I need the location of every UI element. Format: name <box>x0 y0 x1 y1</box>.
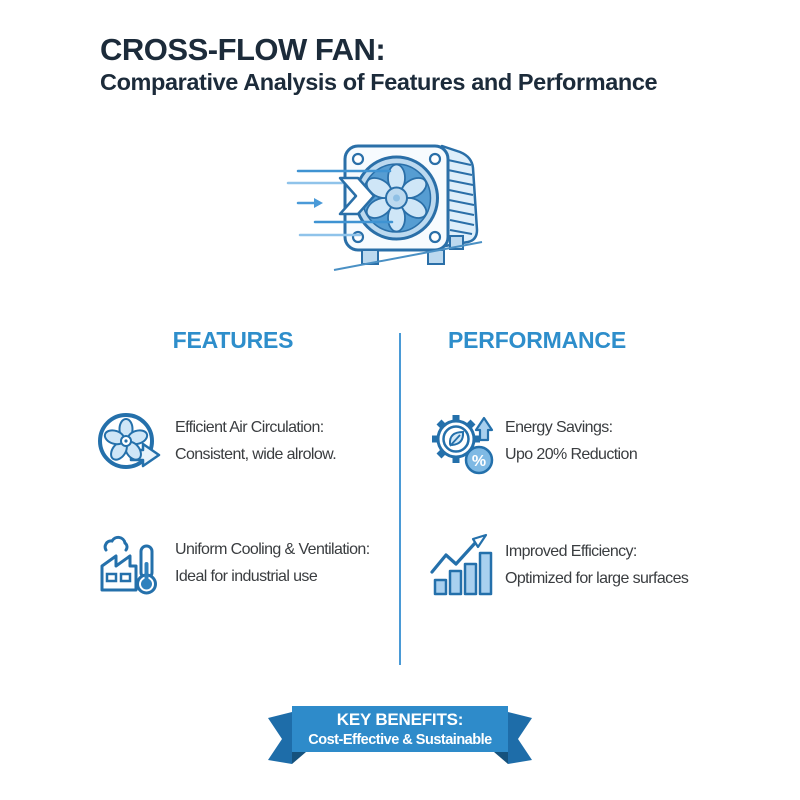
ribbon-right-fold <box>494 752 508 764</box>
performance-item-1-line2: Upo 20% Reduction <box>505 446 638 463</box>
bar-chart-growth-icon <box>430 533 493 596</box>
performance-item-1: Energy Savings: Upo 20% Reduction <box>505 414 638 468</box>
ribbon-band <box>292 706 508 752</box>
ribbon-left-fold <box>292 752 306 764</box>
key-benefits-ribbon <box>268 706 532 764</box>
gear-leaf-percent-icon: % <box>432 415 494 475</box>
factory-thermometer-icon <box>100 535 157 595</box>
trend-arrowhead <box>471 533 488 549</box>
cross-flow-fan-illustration <box>286 144 483 271</box>
fan-blades <box>365 163 428 233</box>
column-divider <box>399 333 401 665</box>
performance-item-2-line1: Improved Efficiency: <box>505 543 637 560</box>
feature-item-1: Efficient Air Circulation: Consistent, w… <box>175 414 337 468</box>
airflow-lines <box>286 169 394 237</box>
performance-heading: PERFORMANCE <box>448 327 626 353</box>
ribbon-subtitle: Cost-Effective & Sustainable <box>308 732 492 748</box>
fan-body-fins <box>447 159 475 235</box>
ground-line <box>333 241 483 271</box>
page-title: CROSS-FLOW FAN: <box>100 32 386 67</box>
feature-item-2-line1: Uniform Cooling & Ventilation: <box>175 541 370 558</box>
airflow-chevron-arrow-icon <box>338 176 376 216</box>
performance-item-1-line1: Energy Savings: <box>505 419 613 436</box>
percent-label: % <box>472 453 486 470</box>
feature-item-2: Uniform Cooling & Ventilation: Ideal for… <box>175 536 370 590</box>
ribbon-left-flag <box>268 712 292 764</box>
ribbon-text: KEY BENEFITS: Cost-Effective & Sustainab… <box>292 709 508 750</box>
feature-item-1-line2: Consistent, wide alrolow. <box>175 446 337 463</box>
performance-item-2: Improved Efficiency: Optimized for large… <box>505 538 689 592</box>
ribbon-title: KEY BENEFITS: <box>336 710 464 729</box>
page-subtitle: Comparative Analysis of Features and Per… <box>100 69 658 95</box>
up-arrow-icon <box>474 416 494 442</box>
ribbon-right-flag <box>508 712 532 764</box>
percent-badge <box>464 445 494 475</box>
bars <box>433 551 493 596</box>
performance-item-2-line2: Optimized for large surfaces <box>505 570 689 587</box>
features-heading: FEATURES <box>172 327 294 353</box>
feature-item-1-line1: Efficient Air Circulation: <box>175 419 324 436</box>
feature-item-2-line2: Ideal for industrial use <box>175 568 318 585</box>
fan-circulation-icon <box>98 413 161 469</box>
fan-hub-center <box>393 194 400 202</box>
